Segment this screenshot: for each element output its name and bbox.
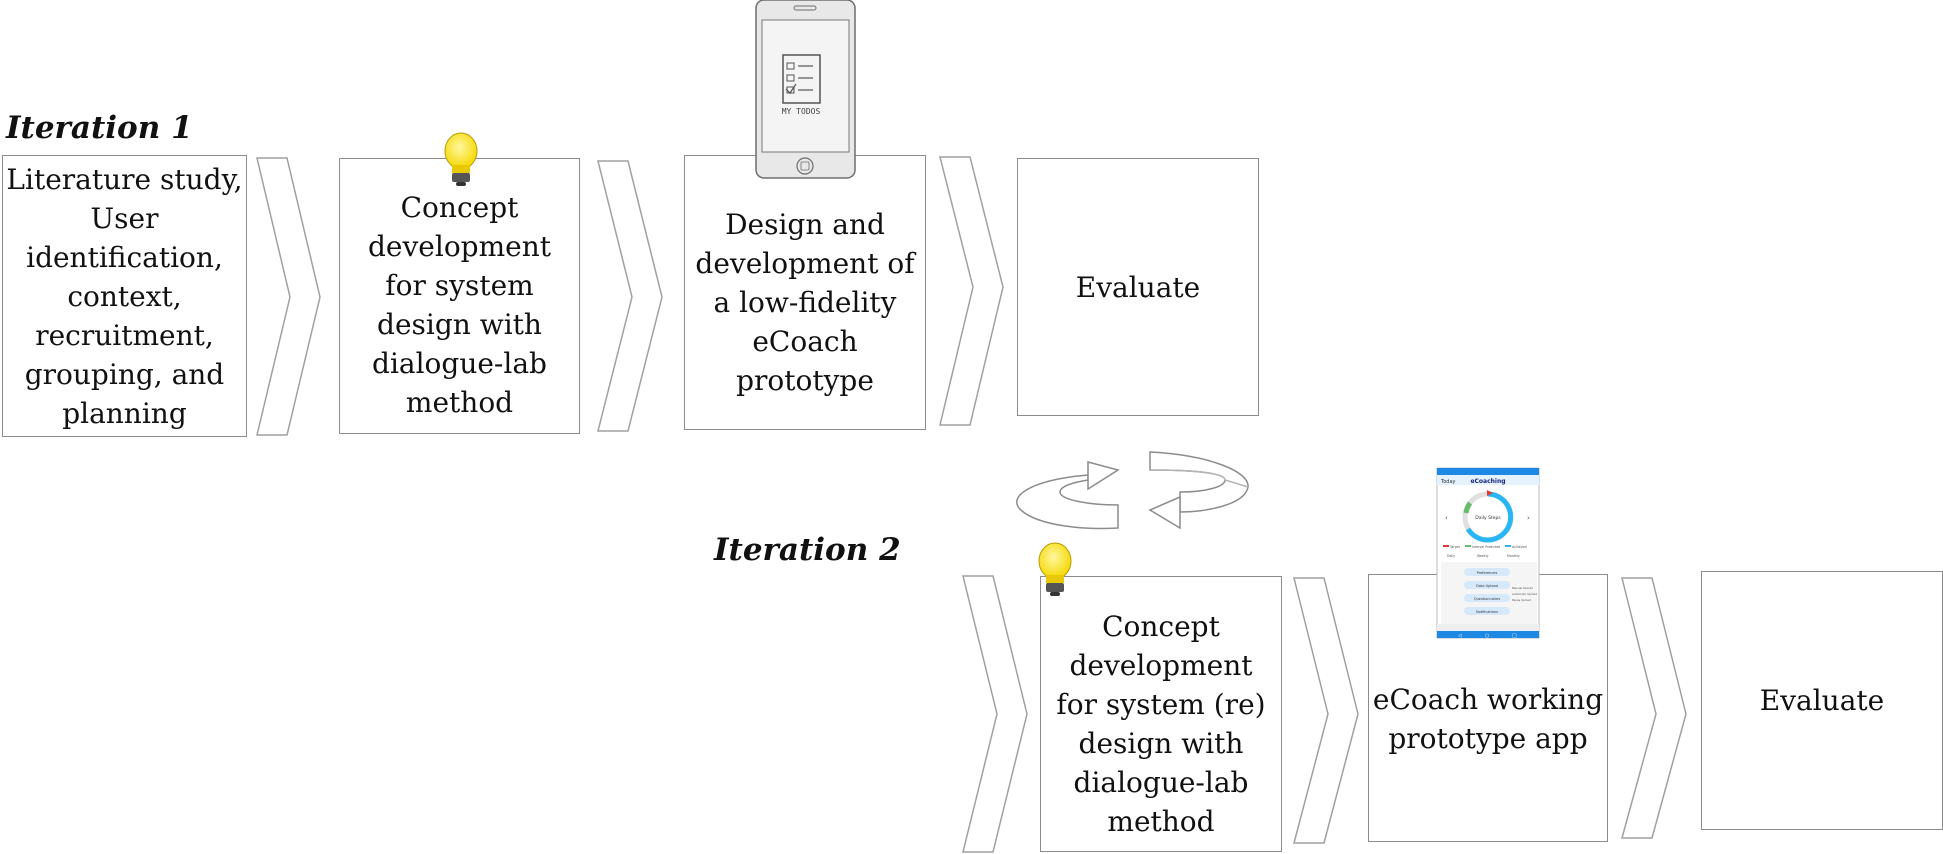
app-upload-manual: Manual Upload xyxy=(1512,586,1533,590)
step-concept-development-2: Concept development for system (re) desi… xyxy=(1040,576,1282,852)
step-literature-study: Literature study, User identification, c… xyxy=(2,155,247,437)
phone-sketch-icon: MY TODOS xyxy=(755,0,856,179)
app-mode-weekly: Weekly xyxy=(1477,554,1489,558)
step-evaluate-1-text: Evaluate xyxy=(1075,270,1201,304)
chevron-arrow-2 xyxy=(597,160,663,432)
step-low-fidelity-prototype-text: Design and development of a low-fidelity… xyxy=(695,208,915,397)
home-icon: ○ xyxy=(1485,633,1489,639)
lightbulb-icon xyxy=(444,132,478,186)
app-mode-daily: Daily xyxy=(1447,554,1455,558)
step-concept-development-1-text: Concept development for system design wi… xyxy=(367,191,552,419)
app-upload-automatic: Automatic Upload xyxy=(1512,592,1537,596)
phone-sketch-label: MY TODOS xyxy=(782,107,821,116)
app-screenshot: Today eCoaching Daily Steps ‹ › Target I… xyxy=(1436,467,1540,639)
chevron-arrow-3 xyxy=(939,156,1004,426)
step-concept-development-1: Concept development for system design wi… xyxy=(339,158,580,434)
app-menu-preferences: Preferences xyxy=(1477,571,1498,575)
app-upload-pause: Pause Upload xyxy=(1512,598,1531,602)
step-low-fidelity-prototype: Design and development of a low-fidelity… xyxy=(684,155,926,430)
app-menu-notifications: Notifications xyxy=(1476,610,1498,614)
back-icon: ◁ xyxy=(1458,633,1462,639)
iteration-2-label: Iteration 2 xyxy=(714,532,901,568)
app-gauge-label: Daily Steps xyxy=(1475,515,1501,521)
step-evaluate-2: Evaluate xyxy=(1701,571,1943,830)
step-concept-development-2-text: Concept development for system (re) desi… xyxy=(1056,610,1266,838)
app-dropdown: Today xyxy=(1440,479,1456,485)
app-menu-data-upload: Data Upload xyxy=(1476,584,1498,588)
step-evaluate-2-text: Evaluate xyxy=(1759,684,1885,717)
cycle-arrows-icon xyxy=(1016,451,1249,530)
app-legend-predicted: Interval Predicted xyxy=(1472,545,1500,549)
step-evaluate-1: Evaluate xyxy=(1017,158,1259,416)
app-title: eCoaching xyxy=(1470,478,1505,485)
chevron-arrow-6 xyxy=(1621,577,1687,839)
chevron-arrow-1 xyxy=(256,157,321,436)
chevron-arrow-4 xyxy=(962,575,1028,853)
app-mode-monthly: Monthly xyxy=(1507,554,1520,558)
chevron-arrow-5 xyxy=(1293,577,1359,844)
recents-icon: □ xyxy=(1512,633,1517,639)
lightbulb-icon xyxy=(1038,542,1072,596)
step-literature-study-text: Literature study, User identification, c… xyxy=(6,162,243,430)
iteration-1-label: Iteration 1 xyxy=(6,110,193,146)
step-working-prototype-text: eCoach working prototype app xyxy=(1372,683,1604,755)
chevron-right-icon: › xyxy=(1527,514,1530,522)
app-legend-target: Target xyxy=(1449,545,1461,549)
chevron-left-icon: ‹ xyxy=(1445,514,1448,522)
app-menu-questionnaires: Questionnaires xyxy=(1474,597,1501,601)
app-legend-achieved: Achieved xyxy=(1512,545,1527,549)
